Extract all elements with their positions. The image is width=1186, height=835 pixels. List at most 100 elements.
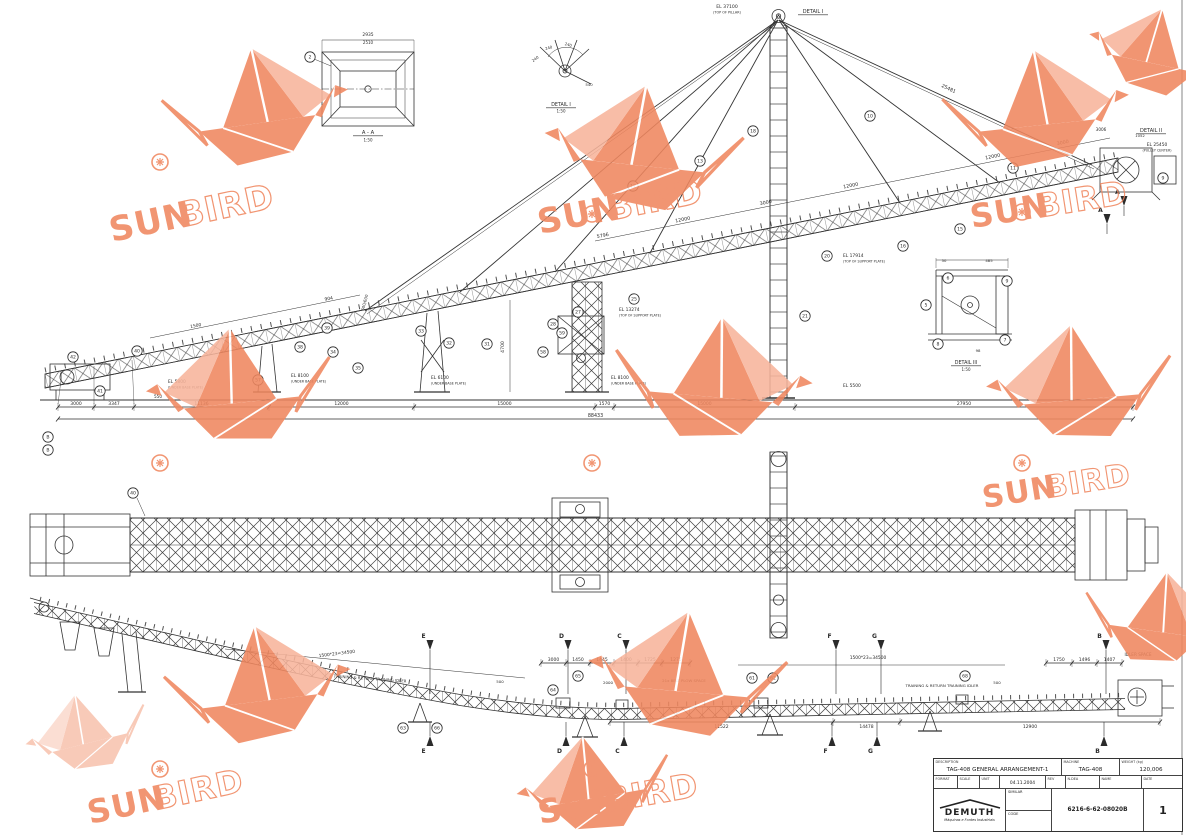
dimension-text: (UNDER BASE PLATE) xyxy=(611,382,646,386)
dim-tick xyxy=(1130,416,1136,422)
dim-value: 12000 xyxy=(334,401,348,407)
profile-truss xyxy=(32,602,1126,720)
balloon-number: 40 xyxy=(130,491,136,497)
section-flag xyxy=(1103,214,1111,224)
dimension-text: EL 25450 xyxy=(1147,142,1168,148)
dim-value: 1496 xyxy=(1079,657,1091,663)
date-header-cell: DATE xyxy=(1143,776,1153,781)
dimension-text: 2510 xyxy=(363,40,374,45)
balloon-number: 64 xyxy=(550,688,556,694)
balloon-number: 15 xyxy=(957,227,963,233)
ndea-header-cell: N.DEA xyxy=(1066,776,1100,788)
format-cell: FORMAT xyxy=(934,776,958,788)
elevation-linework xyxy=(40,0,1183,835)
dimension-text: 2935 xyxy=(362,32,373,38)
detail-1-drawing xyxy=(539,39,592,85)
company-name: DEMUTH xyxy=(944,807,995,818)
dimension-text: EL 8100 xyxy=(291,373,309,379)
section-letter: F xyxy=(827,633,831,640)
company-subtitle: Máquinas e Fontes Industriais xyxy=(944,817,995,822)
machine-tag: TAG-408 xyxy=(1078,767,1103,773)
registered-stamp-icon xyxy=(1013,454,1031,472)
balloon-number: 42 xyxy=(70,355,76,361)
balloon-number: 2 xyxy=(309,55,312,61)
registered-stamp-icon xyxy=(151,153,169,171)
balloon-callout xyxy=(397,722,409,734)
balloon-number: 18 xyxy=(750,129,756,135)
balloon-callout xyxy=(954,223,966,235)
wordmark-bird: BIRD xyxy=(174,177,277,236)
support-tower xyxy=(557,281,609,393)
balloon-callout xyxy=(959,670,971,682)
dimension-text: DETAIL I xyxy=(551,102,571,108)
section-letter: G xyxy=(868,748,873,755)
dimension-text: 500 xyxy=(496,679,504,684)
dim-value: 3000 xyxy=(548,657,560,663)
balloon-number: 38 xyxy=(297,345,303,351)
balloon-number: 13 xyxy=(697,159,703,165)
registered-stamp-icon xyxy=(583,760,601,778)
dimension-text: (TOP OF PILLAR) xyxy=(713,11,741,15)
dimension-text: 5796 xyxy=(596,232,609,240)
section-letter: A xyxy=(1115,189,1120,196)
dim-value: 1450 xyxy=(572,657,584,663)
balloon-callout xyxy=(747,125,759,137)
profile-head xyxy=(1117,679,1174,717)
dimension-text: 25481 xyxy=(940,83,956,95)
balloon-number: 10 xyxy=(867,114,873,120)
dimension-text: TRAINING & RETURN TRAINING IDLER xyxy=(333,673,407,683)
registered-stamp-icon xyxy=(583,205,601,223)
dimension-text: 1052 xyxy=(1135,133,1145,138)
rev-header-cell: REV xyxy=(1046,776,1066,788)
dim-value: 14478 xyxy=(859,724,873,730)
plan-head xyxy=(1074,509,1159,581)
balloon-callout xyxy=(1157,172,1169,184)
balloon-number: B xyxy=(46,448,49,454)
wordmark-bird: BIRD xyxy=(602,765,702,820)
balloon-number: 16 xyxy=(900,244,906,250)
weight-value: 120,006 xyxy=(1139,767,1163,773)
balloon-number: B xyxy=(46,435,49,441)
balloon-callout xyxy=(799,310,811,322)
balloon-number: 41 xyxy=(97,389,103,395)
registered-stamp-icon xyxy=(583,454,601,472)
dimension-text: EL 6100 xyxy=(431,375,449,381)
code-label: CODE xyxy=(1008,811,1019,816)
dimension-text: 3006 xyxy=(1096,127,1107,132)
balloon-callout xyxy=(127,487,139,499)
dimension-text: EL 37100 xyxy=(716,4,738,10)
balloon-number: 68 xyxy=(962,674,968,680)
dimension-text: 1:50 xyxy=(962,367,971,372)
detail-3-drawing xyxy=(928,258,1012,341)
balloon-callout xyxy=(481,338,493,350)
section-letter: E xyxy=(421,748,425,755)
dimension-text: 600/600 xyxy=(360,294,369,312)
balloon-number: 66 xyxy=(434,726,440,732)
balloon-number: 65 xyxy=(575,674,581,680)
balloon-callout xyxy=(443,337,455,349)
section-flag xyxy=(1102,640,1110,650)
dimension-text: A - A xyxy=(362,130,375,136)
balloon-number: 63 xyxy=(400,726,406,732)
dim-value: 1750 xyxy=(1053,657,1065,663)
dimension-text: 550 xyxy=(154,394,162,399)
plan-pylon xyxy=(769,451,788,639)
dimension-text: 1:50 xyxy=(364,138,373,143)
dimension-text: 1500*23=34500 xyxy=(318,649,355,659)
section-flag xyxy=(877,640,885,650)
section-letter: G xyxy=(872,633,877,640)
machine-label: MACHINE xyxy=(1063,759,1080,764)
dimension-text: EL 17914 xyxy=(843,253,864,259)
profile-tail xyxy=(29,597,146,693)
description-label: DESCRIPTION xyxy=(935,759,959,764)
balloon-callout xyxy=(897,240,909,252)
dimension-text: DETAIL II xyxy=(1140,128,1162,134)
balloon-number: 40 xyxy=(134,349,140,355)
dimension-text: EL 13274 xyxy=(619,307,640,313)
section-flag xyxy=(828,736,836,746)
balloon-callout xyxy=(572,670,584,682)
dimension-text: 12000 xyxy=(675,216,691,225)
balloon-callout xyxy=(932,338,944,350)
balloon-leader xyxy=(136,497,146,517)
